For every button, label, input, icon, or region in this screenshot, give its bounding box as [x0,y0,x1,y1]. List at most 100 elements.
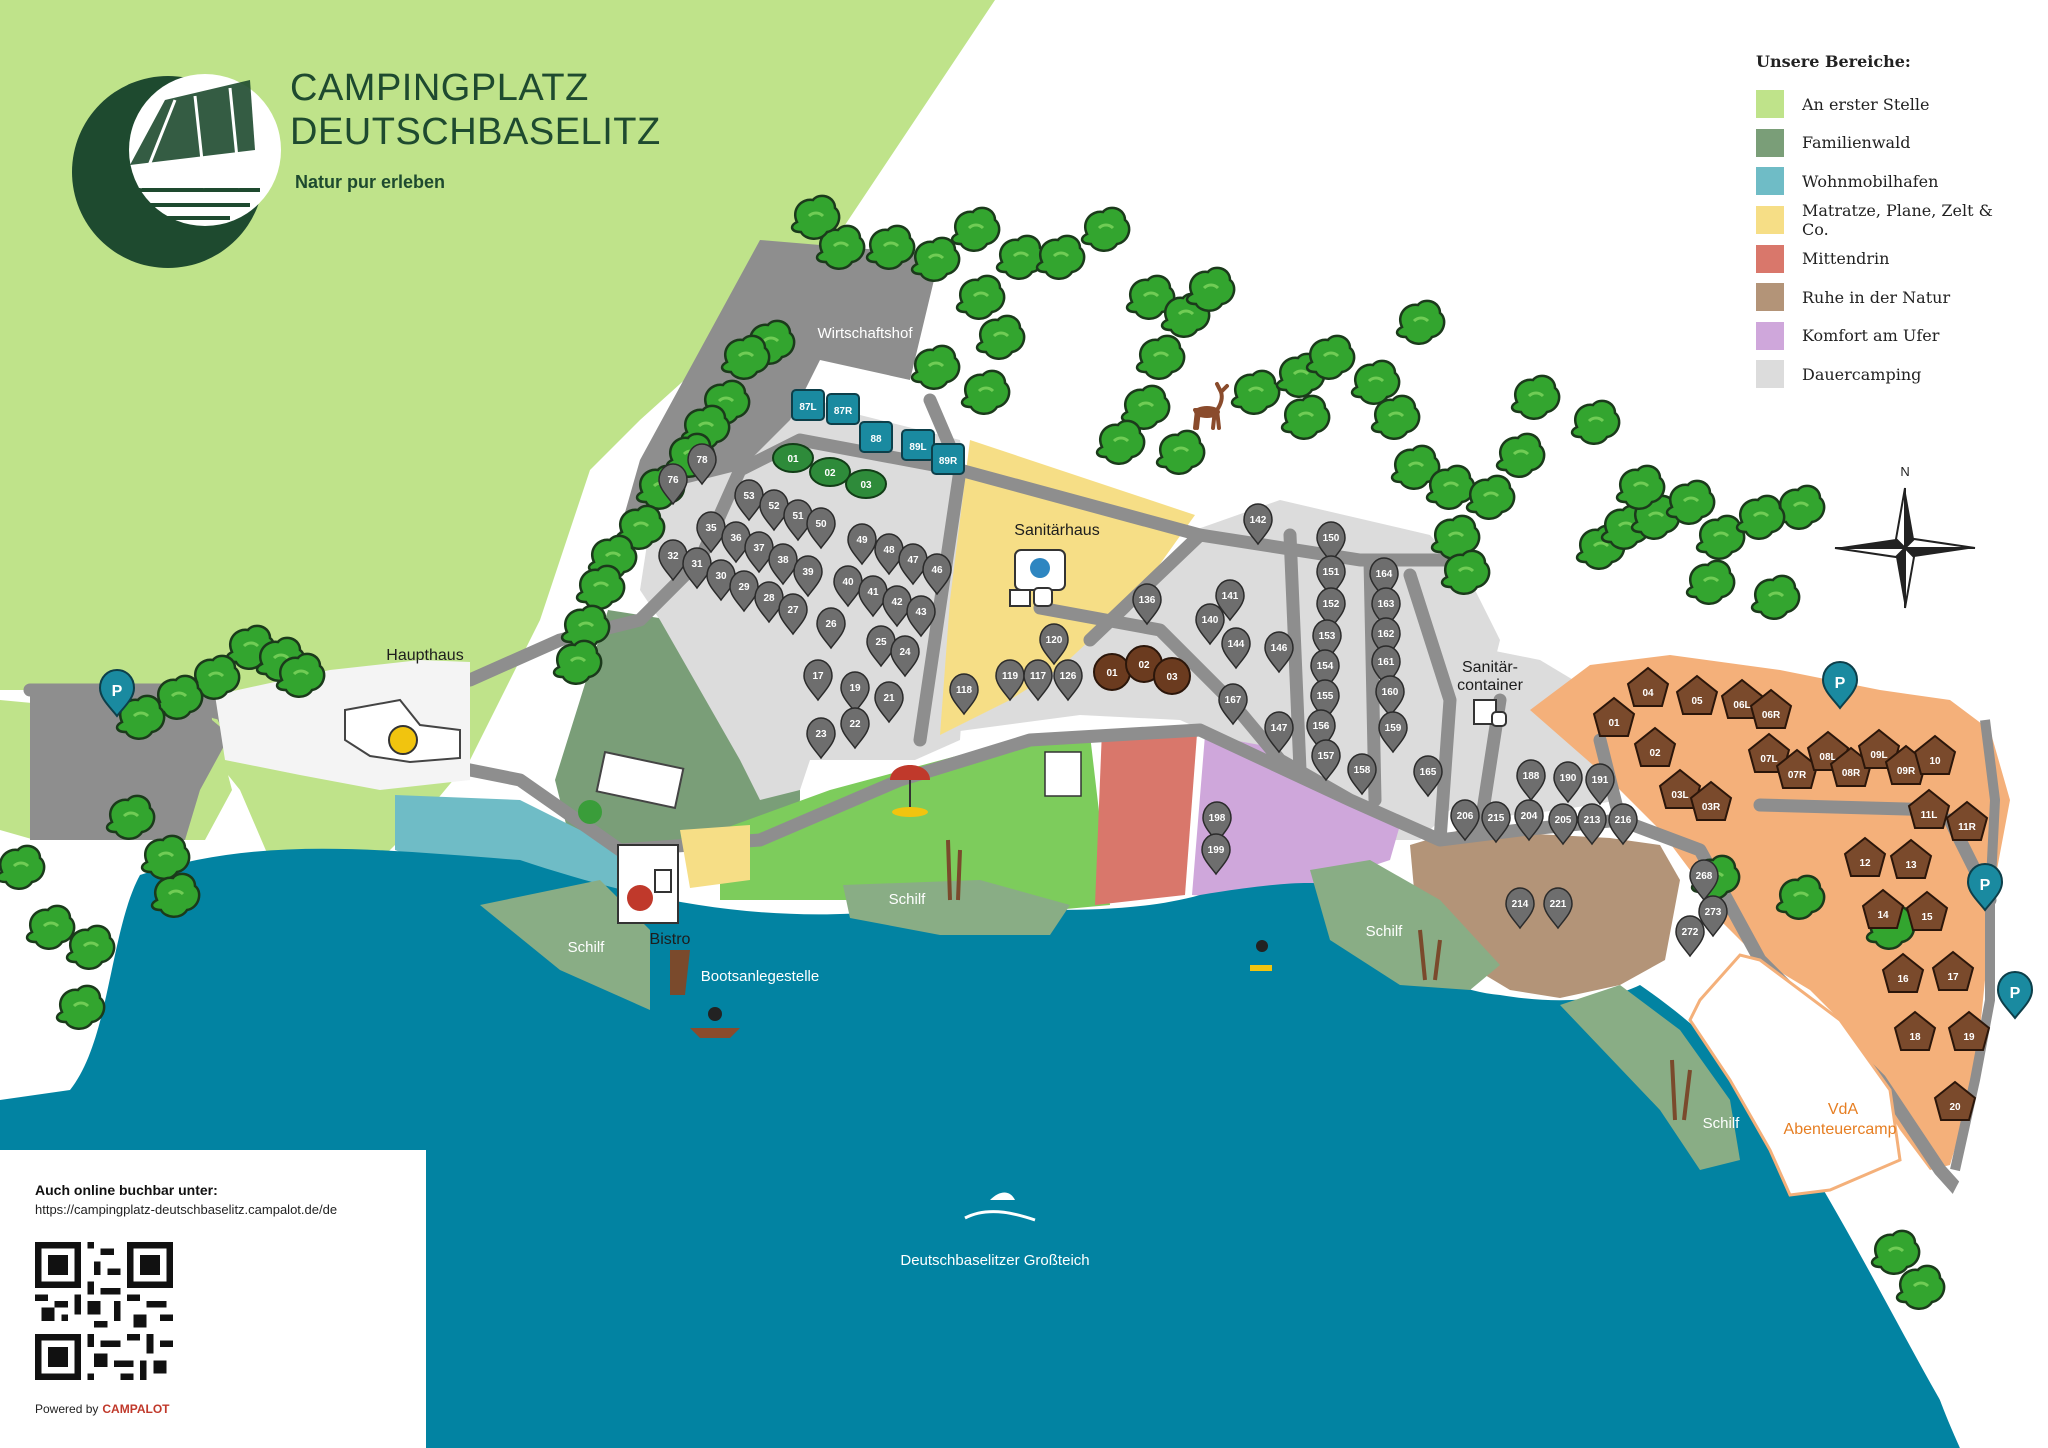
camper-spot[interactable]: 88 [859,421,893,453]
pitch-pin[interactable]: 22 [840,707,870,750]
cabin-tent[interactable]: 10 [1913,734,1957,775]
powered-by-brand[interactable]: CAMPALOT [102,1402,170,1416]
pitch-pin[interactable]: 216 [1608,803,1638,846]
pitch-pin[interactable]: 46 [922,553,952,596]
pitch-pin[interactable]: 126 [1053,659,1083,702]
cabin-tent[interactable]: 04 [1626,666,1670,707]
cabin-tent[interactable]: 13 [1889,838,1933,879]
pod-hut[interactable]: 01 [772,443,814,473]
parking-icon[interactable]: P [1821,660,1859,710]
pitch-pin[interactable]: 119 [995,659,1025,702]
camper-spot[interactable]: 87L [791,389,825,421]
pitch-number: 120 [1046,635,1063,646]
pitch-pin[interactable]: 188 [1516,759,1546,802]
pitch-pin[interactable]: 27 [778,593,808,636]
pitch-pin[interactable]: 154 [1310,649,1340,692]
barrel-hut[interactable]: 03 [1153,657,1191,695]
pitch-pin[interactable]: 151 [1316,555,1346,598]
cabin-tent[interactable]: 18 [1893,1010,1937,1051]
pitch-pin[interactable]: 163 [1371,587,1401,630]
pitch-pin[interactable]: 190 [1553,761,1583,804]
pitch-pin[interactable]: 167 [1218,683,1248,726]
pitch-pin[interactable]: 146 [1264,631,1294,674]
pitch-pin[interactable]: 191 [1585,763,1615,806]
cabin-tent[interactable]: 05 [1675,674,1719,715]
cabin-tent[interactable]: 19 [1947,1010,1991,1051]
pod-hut[interactable]: 03 [845,469,887,499]
cabin-tent[interactable]: 01 [1592,696,1636,737]
pitch-pin[interactable]: 144 [1221,627,1251,670]
pitch-number: 204 [1521,811,1538,822]
pitch-pin[interactable]: 204 [1514,799,1544,842]
pitch-pin[interactable]: 43 [906,595,936,638]
cabin-tent[interactable]: 06R [1749,688,1793,729]
cabin-tent[interactable]: 07L [1747,732,1791,773]
camper-spot[interactable]: 87R [826,393,860,425]
pitch-pin[interactable]: 120 [1039,623,1069,666]
pitch-pin[interactable]: 50 [806,507,836,550]
pod-hut[interactable]: 02 [809,457,851,487]
pitch-pin[interactable]: 199 [1201,833,1231,876]
pitch-pin[interactable]: 19 [840,671,870,714]
cabin-tent[interactable]: 15 [1905,890,1949,931]
pitch-pin[interactable]: 150 [1316,521,1346,564]
pitch-pin[interactable]: 78 [687,443,717,486]
cabin-tent[interactable]: 16 [1881,952,1925,993]
pitch-number: 198 [1209,813,1226,824]
qr-code-icon[interactable] [35,1242,173,1380]
parking-icon[interactable]: P [1966,862,2004,912]
pitch-pin[interactable]: 136 [1132,583,1162,626]
map-pin-icon [793,555,823,598]
pitch-pin[interactable]: 153 [1312,619,1342,662]
cabin-tent[interactable]: 17 [1931,950,1975,991]
barrel-hut[interactable]: 01 [1093,653,1131,691]
pitch-pin[interactable]: 152 [1316,587,1346,630]
pitch-pin[interactable]: 158 [1347,753,1377,796]
pitch-pin[interactable]: 117 [1023,659,1053,702]
camper-spot[interactable]: 89L [901,429,935,461]
cabin-tent[interactable]: 03R [1689,780,1733,821]
pitch-pin[interactable]: 24 [890,635,920,678]
cabin-tent[interactable]: 02 [1633,726,1677,767]
pitch-pin[interactable]: 268 [1689,859,1719,902]
booking-url[interactable]: https://campingplatz-deutschbaselitz.cam… [35,1202,338,1217]
pitch-pin[interactable]: 142 [1243,503,1273,546]
parking-letter: P [1835,675,1846,692]
pitch-pin[interactable]: 23 [806,717,836,760]
cabin-tent[interactable]: 20 [1933,1080,1977,1121]
map-pin-icon [995,659,1025,702]
cabin-tent[interactable]: 14 [1861,888,1905,929]
pitch-pin[interactable]: 221 [1543,887,1573,930]
camper-spot[interactable]: 89R [931,443,965,475]
pitch-pin[interactable]: 273 [1698,895,1728,938]
cabin-tent[interactable]: 03L [1658,768,1702,809]
pitch-pin[interactable]: 215 [1481,801,1511,844]
parking-icon[interactable]: P [98,668,136,718]
pitch-pin[interactable]: 21 [874,681,904,724]
pitch-pin[interactable]: 160 [1375,675,1405,718]
pitch-pin[interactable]: 118 [949,673,979,716]
pitch-pin[interactable]: 140 [1195,603,1225,646]
parking-icon[interactable]: P [1996,970,2034,1020]
pitch-pin[interactable]: 76 [658,463,688,506]
pitch-pin[interactable]: 157 [1311,739,1341,782]
pitch-pin[interactable]: 272 [1675,915,1705,958]
pitch-pin[interactable]: 26 [816,607,846,650]
pitch-pin[interactable]: 214 [1505,887,1535,930]
pitch-pin[interactable]: 198 [1202,801,1232,844]
pitch-pin[interactable]: 159 [1378,711,1408,754]
cabin-tent[interactable]: 11R [1945,800,1989,841]
pitch-pin[interactable]: 165 [1413,755,1443,798]
cabin-tent[interactable]: 11L [1907,788,1951,829]
cabin-tent[interactable]: 12 [1843,836,1887,877]
pitch-pin[interactable]: 205 [1548,803,1578,846]
barrel-hut[interactable]: 02 [1125,645,1163,683]
pitch-pin[interactable]: 49 [847,523,877,566]
pitch-pin[interactable]: 213 [1577,803,1607,846]
pitch-pin[interactable]: 39 [793,555,823,598]
pitch-pin[interactable]: 164 [1369,557,1399,600]
pitch-pin[interactable]: 17 [803,659,833,702]
pitch-pin[interactable]: 147 [1264,711,1294,754]
pitch-pin[interactable]: 206 [1450,799,1480,842]
pitch-pin[interactable]: 141 [1215,579,1245,622]
